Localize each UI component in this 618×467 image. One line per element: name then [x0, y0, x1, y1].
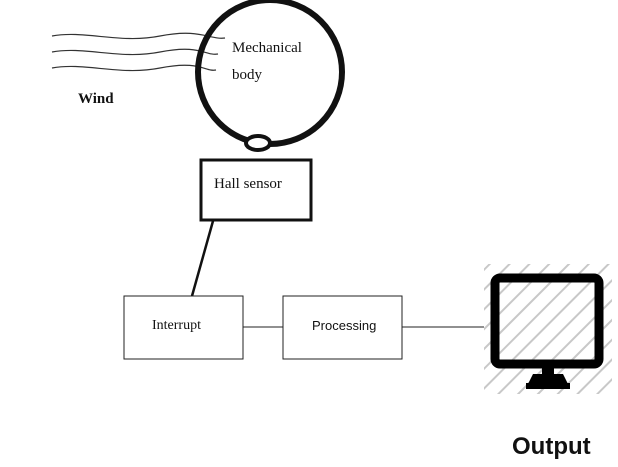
monitor-icon	[484, 264, 612, 394]
wind-label: Wind	[78, 91, 114, 107]
processing-box	[282, 295, 403, 360]
interrupt-box	[123, 295, 244, 360]
mechanical-body-label-line1: Mechanical	[232, 40, 302, 56]
output-label: Output	[512, 433, 591, 460]
mechanical-body-label-line2: body	[232, 67, 262, 83]
hall-sensor-box	[199, 158, 313, 222]
interrupt-label: Interrupt	[152, 318, 201, 333]
hall-to-interrupt-connector	[190, 220, 215, 297]
hall-sensor-label: Hall sensor	[214, 176, 282, 192]
processing-label: Processing	[312, 318, 377, 333]
magnet-knob	[244, 134, 272, 152]
mechanical-body-circle	[195, 0, 345, 147]
